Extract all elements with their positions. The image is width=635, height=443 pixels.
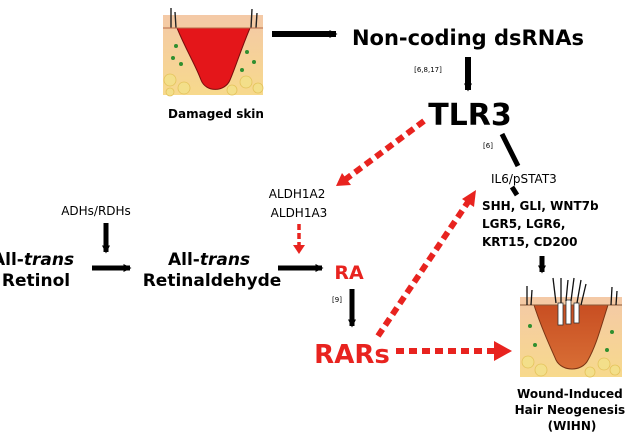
adhs-rdhs-node: ADHs/RDHs [61, 204, 131, 218]
aldh1a2-label: ALDH1A2 [269, 187, 326, 201]
wihn-label-line-1: Wound-Induced [517, 387, 623, 401]
wihn-label: Wound-Induced Hair Neogenesis (WIHN) [515, 387, 630, 433]
genes-node: SHH, GLI, WNT7b LGR5, LGR6, KRT15, CD200 [482, 199, 603, 249]
all-trans-retinol-node: All-trans Retinol [0, 250, 80, 291]
retinaldehyde-line2: Retinaldehyde [143, 271, 282, 291]
genes-line-2: LGR5, LGR6, [482, 217, 565, 231]
citation-ra-rars: [9] [332, 296, 342, 304]
all-trans-retinaldehyde-node: All-trans Retinaldehyde [143, 250, 282, 291]
line-tlr3-to-il6 [499, 132, 521, 168]
citation-tlr3-il6: [6] [483, 142, 493, 150]
dashed-arrow-tlr3-to-aldh [336, 118, 426, 186]
tlr3-node: TLR3 [428, 98, 512, 133]
retinaldehyde-prefix: All- [168, 250, 200, 270]
retinol-italic: trans [24, 250, 74, 270]
citation-noncoding-tlr3: [6,8,17] [414, 66, 442, 74]
damaged-skin-label: Damaged skin [168, 107, 264, 121]
line-il6-to-genes [509, 185, 520, 197]
aldh-node: ALDH1A2 ALDH1A3 [269, 187, 329, 220]
genes-line-1: SHH, GLI, WNT7b [482, 199, 599, 213]
retinaldehyde-italic: trans [200, 250, 250, 270]
dashed-arrow-aldh-to-ra [293, 224, 305, 254]
damaged-skin-illustration [163, 8, 264, 97]
wihn-label-line-3: (WIHN) [548, 419, 597, 433]
wihn-skin-illustration [520, 277, 622, 378]
ra-node: RA [334, 262, 364, 284]
il6-pstat3-node: IL6/pSTAT3 [491, 172, 557, 186]
genes-line-3: KRT15, CD200 [482, 235, 577, 249]
dashed-arrow-rars-to-il6 [375, 190, 476, 338]
retinol-line2: Retinol [2, 271, 70, 291]
wihn-label-line-2: Hair Neogenesis [515, 403, 626, 417]
dashed-arrow-rars-to-wihn [396, 341, 512, 361]
aldh1a3-label: ALDH1A3 [271, 206, 328, 220]
retinol-prefix: All- [0, 250, 24, 270]
noncoding-dsrnas-node: Non-coding dsRNAs [352, 26, 584, 50]
rars-node: RARs [314, 340, 390, 370]
